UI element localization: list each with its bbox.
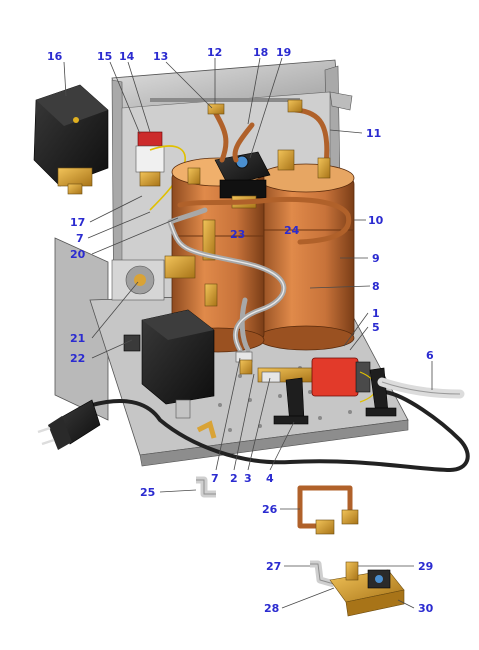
callout-labels: 16 15 14 13 12 18 19 11 10 9 8 1 5 6 17 … [47,46,434,615]
callout-3: 3 [244,472,252,485]
callout-21: 21 [70,332,85,345]
brass-fittings [187,149,331,307]
callout-8: 8 [372,280,380,293]
callout-16: 16 [47,50,63,63]
callout-9: 9 [372,252,380,265]
elbow-fitting-25 [196,476,216,498]
callout-26: 26 [262,503,278,516]
callout-15: 15 [97,50,112,63]
bottom-fittings [196,351,281,439]
callout-5: 5 [372,321,380,334]
pressure-switch [33,84,109,195]
callout-1: 1 [372,307,380,320]
callout-12: 12 [207,46,222,59]
boiler-right [257,163,355,351]
callout-10: 10 [368,214,384,227]
callout-23: 23 [230,228,245,241]
power-cable [37,390,470,473]
element-block [111,255,196,301]
control-box [123,309,215,419]
callout-7-lower: 7 [211,472,219,485]
callout-27: 27 [266,560,281,573]
callout-7-upper: 7 [76,232,84,245]
callout-14: 14 [119,50,135,63]
solenoid-valve [214,151,271,209]
callout-22: 22 [70,352,85,365]
copper-u-pipe-26 [297,485,359,535]
callout-4: 4 [266,472,274,485]
callout-18: 18 [253,46,268,59]
callout-17: 17 [70,216,85,229]
callout-24: 24 [284,224,300,237]
callout-6: 6 [426,349,434,362]
callout-11: 11 [366,127,381,140]
callout-20: 20 [70,248,86,261]
callout-2: 2 [230,472,238,485]
callout-13: 13 [153,50,168,63]
callout-30: 30 [418,602,434,615]
callout-29: 29 [418,560,433,573]
callout-28: 28 [264,602,279,615]
copper-pipes [177,107,352,245]
leader-lines [63,57,433,609]
valve-assembly-27-30 [310,560,405,617]
inlet-hose [377,377,465,399]
callout-19: 19 [276,46,291,59]
callout-25: 25 [140,486,155,499]
